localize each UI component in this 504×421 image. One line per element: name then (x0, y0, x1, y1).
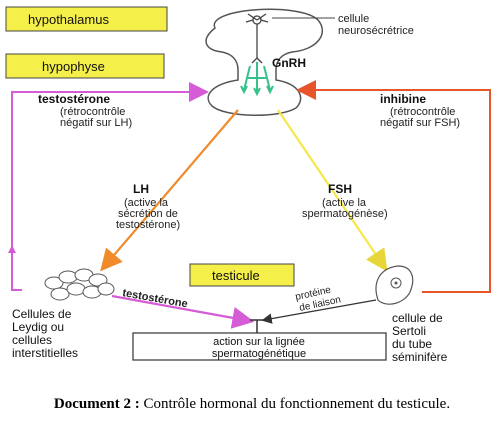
hypothalamus-outline (205, 8, 324, 116)
testosterone-feedback-arrowhead (8, 245, 16, 253)
fsh-desc-line2: spermatogénèse) (302, 208, 388, 220)
testosterone-top-label: testostérone (38, 92, 110, 106)
lh-desc-line3: testostérone) (116, 219, 180, 231)
hypophyse-label: hypophyse (42, 59, 105, 74)
caption-prefix: Document 2 : (53, 396, 140, 412)
caption-text: Contrôle hormonal du fonctionnement du t… (139, 396, 451, 412)
leydig-line1: Cellules de (12, 307, 72, 321)
hypothalamus-box (5, 6, 168, 32)
fsh-label: FSH (328, 182, 352, 196)
action-line1: action sur la lignée (213, 336, 305, 348)
sertoli-line1: cellule de (392, 311, 443, 325)
inhibine-feedback-arrow (296, 80, 491, 293)
action-line2: spermatogénétique (212, 348, 306, 360)
retro-fsh-line1: (rétrocontrôle (390, 106, 455, 118)
cellule-label-line1: cellule (338, 13, 369, 25)
sertoli-line2: Sertoli (392, 324, 426, 338)
sertoli-cell-icon (375, 265, 414, 305)
testosterone-feedback-arrow (11, 82, 209, 291)
lh-desc-line2: sécrétion de (118, 208, 178, 220)
inhibine-label: inhibine (380, 92, 426, 106)
testosterone-local-arrow (111, 294, 255, 329)
lh-desc-line1: (active la (124, 197, 169, 209)
retro-lh-line2: négatif sur LH) (60, 117, 132, 129)
sertoli-line4: séminifère (392, 350, 448, 364)
leydig-line3: cellules (12, 333, 52, 347)
leydig-cells-icon (44, 268, 115, 301)
lh-label: LH (133, 182, 149, 196)
fsh-desc-line1: (active la (322, 197, 367, 209)
gnrh-arrows-icon (240, 62, 274, 97)
lh-arrow (100, 109, 239, 272)
testicule-box (189, 263, 295, 287)
hypothalamus-label: hypothalamus (28, 12, 109, 27)
testosterone-bottom-label: testostérone (121, 287, 188, 310)
retro-fsh-line2: négatif sur FSH) (380, 117, 460, 129)
cellule-label-line2: neurosécrétrice (338, 25, 414, 37)
leydig-line4: interstitielles (12, 346, 78, 360)
proteine-arrow (261, 299, 377, 324)
hypophyse-box (5, 53, 165, 79)
sertoli-line3: du tube (392, 337, 432, 351)
fsh-arrow (277, 109, 388, 272)
leydig-line2: Leydig ou (12, 320, 64, 334)
neurosecretory-cell-icon (245, 13, 269, 64)
retro-lh-line1: (rétrocontrôle (60, 106, 125, 118)
action-box (132, 332, 387, 361)
document-caption: Document 2 : Contrôle hormonal du foncti… (0, 396, 504, 413)
gnrh-label: GnRH (272, 56, 306, 70)
testicule-label: testicule (212, 268, 260, 283)
